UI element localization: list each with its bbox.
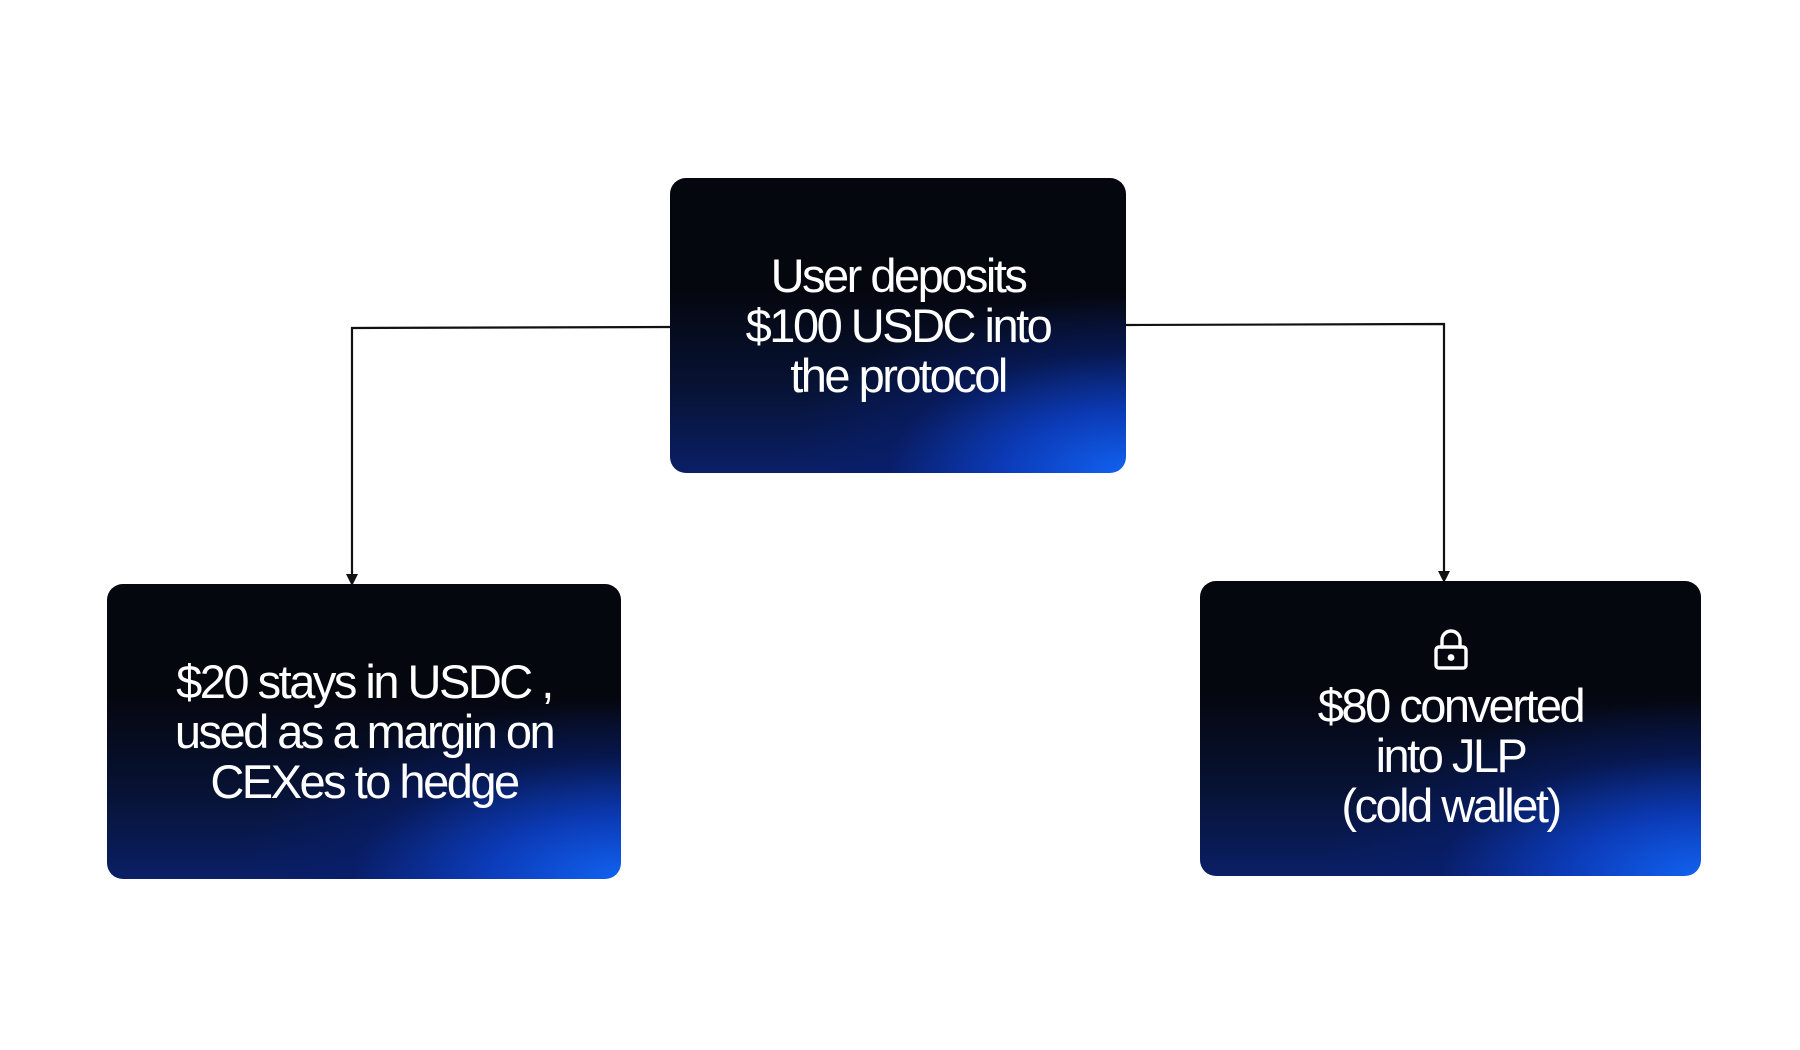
usdc-margin-node-text: $20 stays in USDC , used as a margin on …: [174, 654, 556, 808]
deposit-node-text: User deposits $100 USDC into the protoco…: [745, 248, 1053, 402]
deposit-node: User deposits $100 USDC into the protoco…: [670, 178, 1126, 473]
connector-deposit-to-jlp: [1125, 322, 1450, 583]
connector-deposit-to-usdc: [346, 325, 671, 586]
jlp-node-text: $80 converted into JLP (cold wallet): [1317, 678, 1586, 832]
usdc-margin-node: $20 stays in USDC , used as a margin on …: [107, 584, 621, 879]
jlp-node: $80 converted into JLP (cold wallet): [1200, 581, 1701, 876]
lock-icon: [1433, 628, 1468, 670]
